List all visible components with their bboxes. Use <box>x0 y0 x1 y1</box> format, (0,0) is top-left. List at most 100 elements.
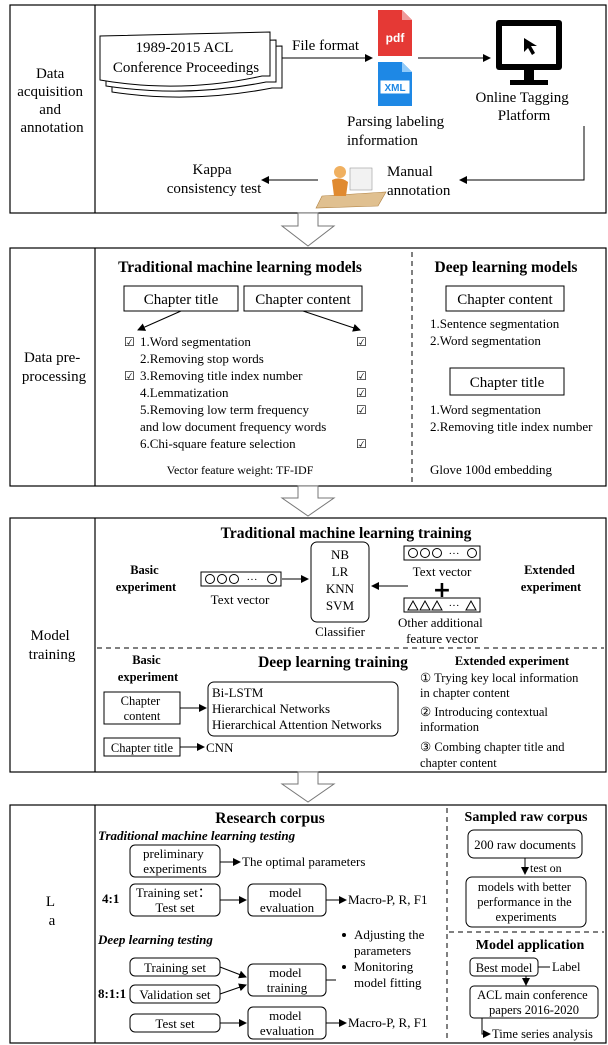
deep-testing-title: Deep learning testing <box>97 932 213 947</box>
section-data-preprocessing: Data pre- processing Traditional machine… <box>9 247 607 487</box>
section-model-training: Model training Traditional machine learn… <box>9 517 607 773</box>
svg-text:5.Removing low term frequency: 5.Removing low term frequency <box>140 402 309 417</box>
better-models-text: models with better performance in the ex… <box>477 880 575 924</box>
svg-text:Hierarchical Networks: Hierarchical Networks <box>212 701 330 716</box>
basic-experiment-label: Basic experiment <box>116 563 177 594</box>
svg-text:Training set： Test set: Training set： Test set <box>136 885 214 915</box>
section-data-acquisition: Data acquisition and annotation 1989-201… <box>9 4 607 214</box>
svg-text:Chapter content: Chapter content <box>255 292 351 308</box>
svg-text:···: ··· <box>247 574 258 586</box>
svg-text:Test set: Test set <box>155 1016 195 1031</box>
chapter-title-box <box>123 285 239 312</box>
classifier-box <box>310 541 370 623</box>
pdf-file-icon: pdf <box>378 10 412 56</box>
svg-text:model fitting: model fitting <box>354 975 422 990</box>
chapter-content-box <box>243 285 363 312</box>
extended-experiment-title-2: Extended experiment <box>455 654 570 668</box>
better-models-box <box>465 876 587 928</box>
cnn-label: CNN <box>206 740 234 755</box>
proceedings-document-stack: 1989-2015 ACL Conference Proceedings <box>99 31 283 98</box>
proceedings-text-line1: 1989-2015 ACL <box>135 40 233 56</box>
parsing-label: Parsing labeling information <box>347 114 448 149</box>
checkbox-icons: ☑ ☑ ☑ ☑ ☑ ☑ ☑ <box>124 335 367 451</box>
plus-icon: + <box>433 578 451 603</box>
extended-experiment-items: ① Trying key local information in chapte… <box>420 671 579 770</box>
svg-text:ACL main conference pape: ACL main conference papers 2016-2020 <box>477 988 591 1017</box>
svg-text:① Trying key local informatio: ① Trying key local information <box>420 671 579 685</box>
svg-text:chapter content: chapter content <box>420 756 497 770</box>
other-vector-label: Other additional feature vector <box>398 615 486 646</box>
svg-text:XML: XML <box>384 83 405 94</box>
deep-content-steps: 1.Sentence segmentation 2.Word segmentat… <box>430 316 563 348</box>
svg-text:6.Chi-square feature selection: 6.Chi-square feature selection <box>140 436 296 451</box>
annotator-person-icon <box>315 166 387 209</box>
svg-text:model training: model training <box>267 965 308 995</box>
extended-text-vector-circles: ··· <box>403 545 481 561</box>
ratio-8-1-1: 8:1:1 <box>98 986 126 1001</box>
svg-text:···: ··· <box>449 548 460 560</box>
svg-text:Monitoring: Monitoring <box>354 959 414 974</box>
flow-arrow-3 <box>280 771 336 803</box>
svg-text:Bi-LSTM: Bi-LSTM <box>212 685 264 700</box>
proceedings-text-line2: Conference Proceedings <box>113 60 259 76</box>
traditional-training-title: Traditional machine learning training <box>221 525 472 542</box>
section-label-data-acquisition: Data acquisition and annotation <box>17 66 87 136</box>
svg-text:200 raw documents: 200 raw documents <box>474 837 576 852</box>
flow-arrow-1 <box>280 212 336 247</box>
extended-experiment-label: Extended experiment <box>521 563 582 594</box>
svg-text:···: ··· <box>449 600 460 612</box>
deep-chapter-content-box <box>103 691 181 725</box>
model-application-title: Model application <box>476 938 585 953</box>
svg-text:② Introducing contextual: ② Introducing contextual <box>420 705 548 719</box>
svg-text:in chapter content: in chapter content <box>420 686 510 700</box>
svg-text:Chapter title: Chapter title <box>470 375 545 391</box>
svg-text:pdf: pdf <box>386 31 406 45</box>
text-vector-label: Text vector <box>211 592 270 607</box>
preliminary-experiments-box <box>129 844 221 878</box>
svg-text:☑: ☑ <box>356 335 367 349</box>
sampled-raw-corpus-title: Sampled raw corpus <box>465 810 588 825</box>
feature-vector-triangles: ··· <box>403 597 481 613</box>
svg-text:1989-2015 ACL Conferen: 1989-2015 ACL Conference Proceedings <box>113 40 259 76</box>
svg-text:model evaluation: model evaluation <box>260 885 315 915</box>
svg-text:Validation set: Validation set <box>139 987 211 1002</box>
svg-text:Chapter title: Chapter title <box>144 292 219 308</box>
svg-text:NB: NB <box>331 547 349 562</box>
svg-text:SVM: SVM <box>326 598 355 613</box>
svg-text:preliminary experiments: preliminary experiments <box>143 846 207 876</box>
svg-text:☑: ☑ <box>124 335 135 349</box>
research-corpus-title: Research corpus <box>215 810 325 827</box>
svg-text:Best model: Best model <box>476 961 533 975</box>
classifier-list: NB LR KNN SVM <box>326 547 355 613</box>
section-label-model-testing: L a <box>46 894 58 929</box>
svg-text:☑: ☑ <box>356 403 367 417</box>
deep-chapter-content-box <box>445 285 565 312</box>
deep-chapter-title-box <box>449 367 565 396</box>
optimal-parameters-label: The optimal parameters <box>242 854 365 869</box>
xml-file-icon: XML <box>378 62 412 106</box>
acl-papers-box <box>469 985 599 1019</box>
svg-text:③ Combing chapter title and: ③ Combing chapter title and <box>420 740 565 754</box>
file-format-label: File format <box>292 38 360 54</box>
svg-text:Chapter content: Chapter content <box>121 694 164 723</box>
section-label-model-training: Model training <box>29 628 76 663</box>
monitor-icon <box>496 20 562 85</box>
svg-text:☑: ☑ <box>356 437 367 451</box>
svg-text:☑: ☑ <box>124 369 135 383</box>
section-model-testing: L a Research corpus Traditional machine … <box>9 804 607 1044</box>
svg-text:1.Word segmentation: 1.Word segmentation <box>140 334 251 349</box>
svg-text:Adjusting the: Adjusting the <box>354 927 425 942</box>
manual-annotation-label: Manual annotation <box>387 164 451 199</box>
basic-experiment-label-2: Basic experiment <box>118 653 179 684</box>
section-label-data-preprocessing: Data pre- processing <box>22 350 87 385</box>
text-vector-circles: ··· <box>200 571 282 587</box>
extended-text-vector-label: Text vector <box>413 564 472 579</box>
svg-text:model evaluation: model evaluation <box>260 1008 315 1038</box>
time-series-label: Time series analysis <box>492 1027 593 1041</box>
svg-text:Chapter content: Chapter content <box>457 292 553 308</box>
vector-weight-label: Vector feature weight: TF-IDF <box>167 463 314 477</box>
traditional-models-title: Traditional machine learning models <box>118 259 362 276</box>
deep-training-title: Deep learning training <box>258 654 408 671</box>
svg-text:Training set: Training set <box>144 960 206 975</box>
